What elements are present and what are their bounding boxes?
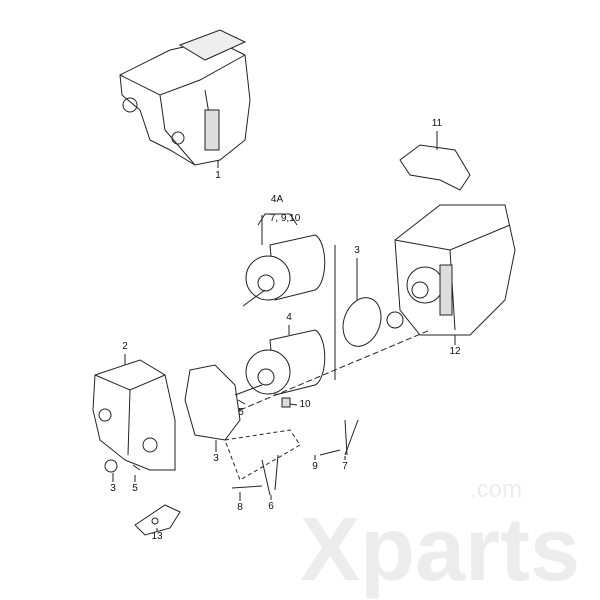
- gasket-3-upper: [342, 258, 382, 347]
- callout-7: 7: [342, 461, 348, 472]
- sensor-wires: [224, 419, 359, 501]
- callout-4a-contents: 7, 9,10: [269, 213, 301, 224]
- callout-1: 1: [215, 170, 221, 181]
- bracket-4a: [257, 213, 298, 245]
- callout-5-lower: 5: [132, 483, 138, 494]
- callout-4a: 4A: [270, 194, 284, 205]
- callout-6: 6: [268, 501, 274, 512]
- remote-13: [134, 504, 181, 536]
- callout-12: 12: [449, 346, 461, 357]
- callout-9: 9: [312, 461, 318, 472]
- motor-4a: [242, 234, 326, 307]
- callout-4: 4: [286, 312, 292, 323]
- callout-8: 8: [237, 502, 243, 513]
- callout-5-upper: 5: [238, 407, 244, 418]
- motor-4: [234, 325, 326, 396]
- callout-11: 11: [431, 118, 443, 129]
- callout-10: 10: [299, 399, 311, 410]
- callout-3-lower: 3: [110, 483, 116, 494]
- small-parts: [104, 397, 298, 482]
- heater-unit-2: [92, 354, 176, 471]
- callout-3-middle: 3: [213, 453, 219, 464]
- cover-11: [399, 131, 471, 191]
- callout-2: 2: [122, 341, 128, 352]
- watermark-logo: Xparts: [300, 500, 581, 600]
- gasket-3-left: [184, 364, 241, 452]
- heater-unit-12: [386, 204, 516, 345]
- heater-unit-1: [119, 29, 251, 168]
- watermark-suffix: .com: [470, 476, 523, 503]
- callout-3-upper: 3: [354, 245, 360, 256]
- callout-13: 13: [151, 531, 163, 542]
